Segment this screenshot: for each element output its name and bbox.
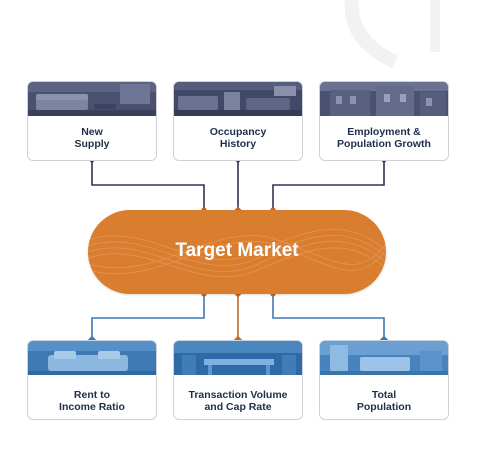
factor-label: Employment & Population Growth: [337, 126, 431, 150]
living-room-photo: [28, 82, 156, 116]
dining-room-photo: [174, 341, 302, 375]
factor-label: Transaction Volume and Cap Rate: [188, 389, 288, 413]
factor-card-transaction-volume: Transaction Volume and Cap Rate: [173, 340, 303, 420]
factor-card-new-supply: New Supply: [27, 81, 157, 161]
factor-label: Rent to Income Ratio: [59, 389, 125, 413]
target-market-pill: Target Market: [88, 210, 386, 294]
factor-card-occupancy-history: Occupancy History: [173, 81, 303, 161]
connector-employment: [272, 162, 385, 210]
wave-pattern: [88, 228, 386, 278]
factor-card-employment-population: Employment & Population Growth: [319, 81, 449, 161]
interior-photo: [320, 341, 448, 375]
factor-card-total-population: Total Population: [319, 340, 449, 420]
connector-total-population: [272, 294, 385, 340]
target-market-label: Target Market: [175, 240, 299, 261]
bedroom-photo: [28, 341, 156, 375]
factor-card-rent-income-ratio: Rent to Income Ratio: [27, 340, 157, 420]
lounge-photo: [174, 82, 302, 116]
connector-rent-income: [91, 294, 205, 340]
factor-label: New Supply: [74, 126, 110, 150]
connector-new-supply: [91, 162, 205, 210]
factor-label: Occupancy History: [209, 126, 267, 150]
factor-label: Total Population: [356, 389, 412, 413]
building-exterior-photo: [320, 82, 448, 116]
